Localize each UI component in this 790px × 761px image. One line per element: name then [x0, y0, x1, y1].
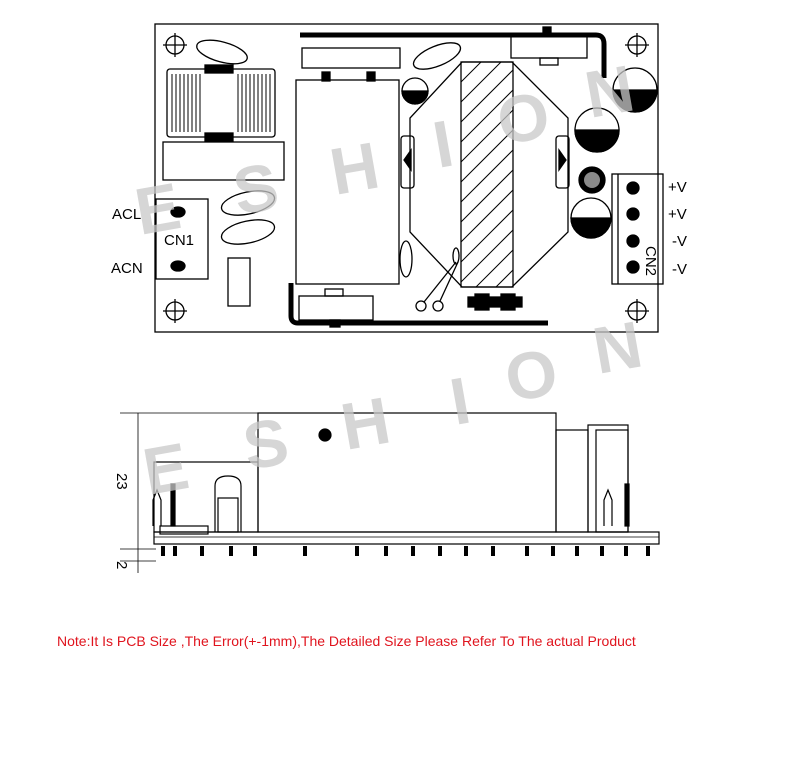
watermark-letter: O: [500, 334, 563, 416]
output-label-plus-v-2: +V: [668, 206, 687, 223]
watermark-letter: H: [325, 128, 385, 209]
watermark-letter: I: [445, 363, 476, 439]
watermark-letter: S: [228, 148, 284, 229]
mounting-hole-icon: [163, 33, 187, 57]
transformer: [400, 61, 570, 288]
capacitor-icon: [401, 77, 429, 105]
height-dimension-label: 23: [113, 473, 130, 490]
size-note: Note:It Is PCB Size ,The Error(+-1mm),Th…: [57, 633, 636, 649]
cn1-label: CN1: [164, 232, 194, 249]
mounting-hole-icon: [625, 33, 649, 57]
coil-icon: [166, 64, 276, 142]
mounting-hole-icon: [625, 299, 649, 323]
acn-label: ACN: [111, 260, 143, 277]
cn2-connector: [611, 173, 664, 285]
pcb-outline: [154, 23, 659, 333]
watermark-letter: E: [138, 428, 194, 509]
watermark-letter: H: [336, 383, 396, 464]
mounting-hole-icon: [163, 299, 187, 323]
cn1-connector: [155, 198, 209, 280]
pcb-top-view: [154, 23, 664, 333]
watermark-letter: I: [428, 106, 459, 182]
watermark-letter: N: [580, 51, 640, 132]
capacitor-icon: [570, 197, 612, 239]
pcb-side-view: [120, 412, 660, 573]
acl-label: ACL: [112, 206, 141, 223]
output-label-plus-v-1: +V: [668, 179, 687, 196]
capacitor-icon: [574, 107, 620, 153]
output-label-minus-v-1: -V: [672, 233, 687, 250]
output-label-minus-v-2: -V: [672, 261, 687, 278]
pin-dimension-label: 2: [113, 561, 130, 569]
capacitor-icon: [612, 67, 658, 113]
watermark: E S H I O N E S H I O N: [130, 51, 648, 509]
watermark-letter: O: [492, 77, 555, 159]
pcb-pins: [161, 546, 650, 556]
watermark-letter: N: [588, 307, 648, 388]
cn2-label: CN2: [642, 246, 659, 276]
watermark-letter: S: [238, 403, 294, 484]
